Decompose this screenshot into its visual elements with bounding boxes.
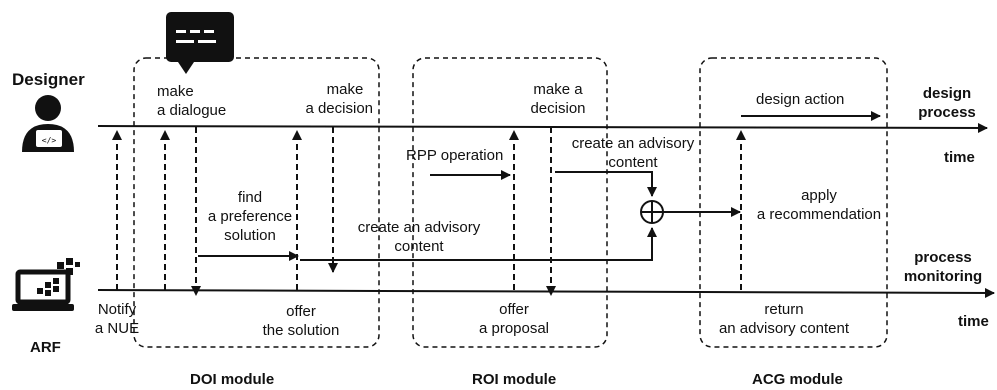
apply-recommendation-label: apply a recommendation (756, 187, 882, 223)
arf-label: ARF (30, 339, 61, 356)
combiner-plus-icon (640, 200, 664, 224)
design-time-label: time (944, 149, 975, 166)
acg-module-box (699, 57, 888, 348)
design-timeline (97, 122, 988, 133)
find-preference-label: find a preference solution (207, 189, 293, 244)
design-action-label: design action (756, 91, 845, 108)
make-decision-roi-label: make a decision (530, 81, 586, 117)
notify-nue-label: Notify a NUE (94, 301, 140, 337)
rpp-operation-label: RPP operation (406, 147, 504, 164)
make-decision-doi-label: make a decision (305, 81, 373, 117)
dialogue-bubble-icon (166, 12, 234, 74)
designer-label: Designer (12, 70, 85, 89)
make-dialogue-label: make a dialogue (157, 83, 227, 119)
offer-proposal-label: offer a proposal (478, 301, 550, 337)
roi-module-label: ROI module (472, 371, 557, 388)
return-advisory-label: return an advisory content (718, 301, 850, 337)
doi-module-box (133, 57, 380, 348)
design-process-label: design process (918, 85, 976, 121)
monitoring-timeline (97, 287, 995, 298)
process-monitoring-label: process monitoring (903, 249, 983, 285)
acg-module-label: ACG module (752, 371, 843, 388)
advisory-path-1 (300, 227, 657, 261)
arf-laptop-icon (12, 258, 80, 311)
monitoring-time-label: time (958, 313, 989, 330)
doi-module-label: DOI module (190, 371, 275, 388)
offer-solution-label: offer the solution (262, 303, 340, 339)
advisory-path-2 (555, 171, 657, 197)
designer-person-icon: </> (22, 95, 74, 152)
svg-text:</>: </> (42, 136, 57, 145)
create-advisory-2-label: create an advisory content (571, 135, 695, 171)
create-advisory-1-label: create an advisory content (357, 219, 481, 255)
roi-module-box (412, 57, 608, 348)
